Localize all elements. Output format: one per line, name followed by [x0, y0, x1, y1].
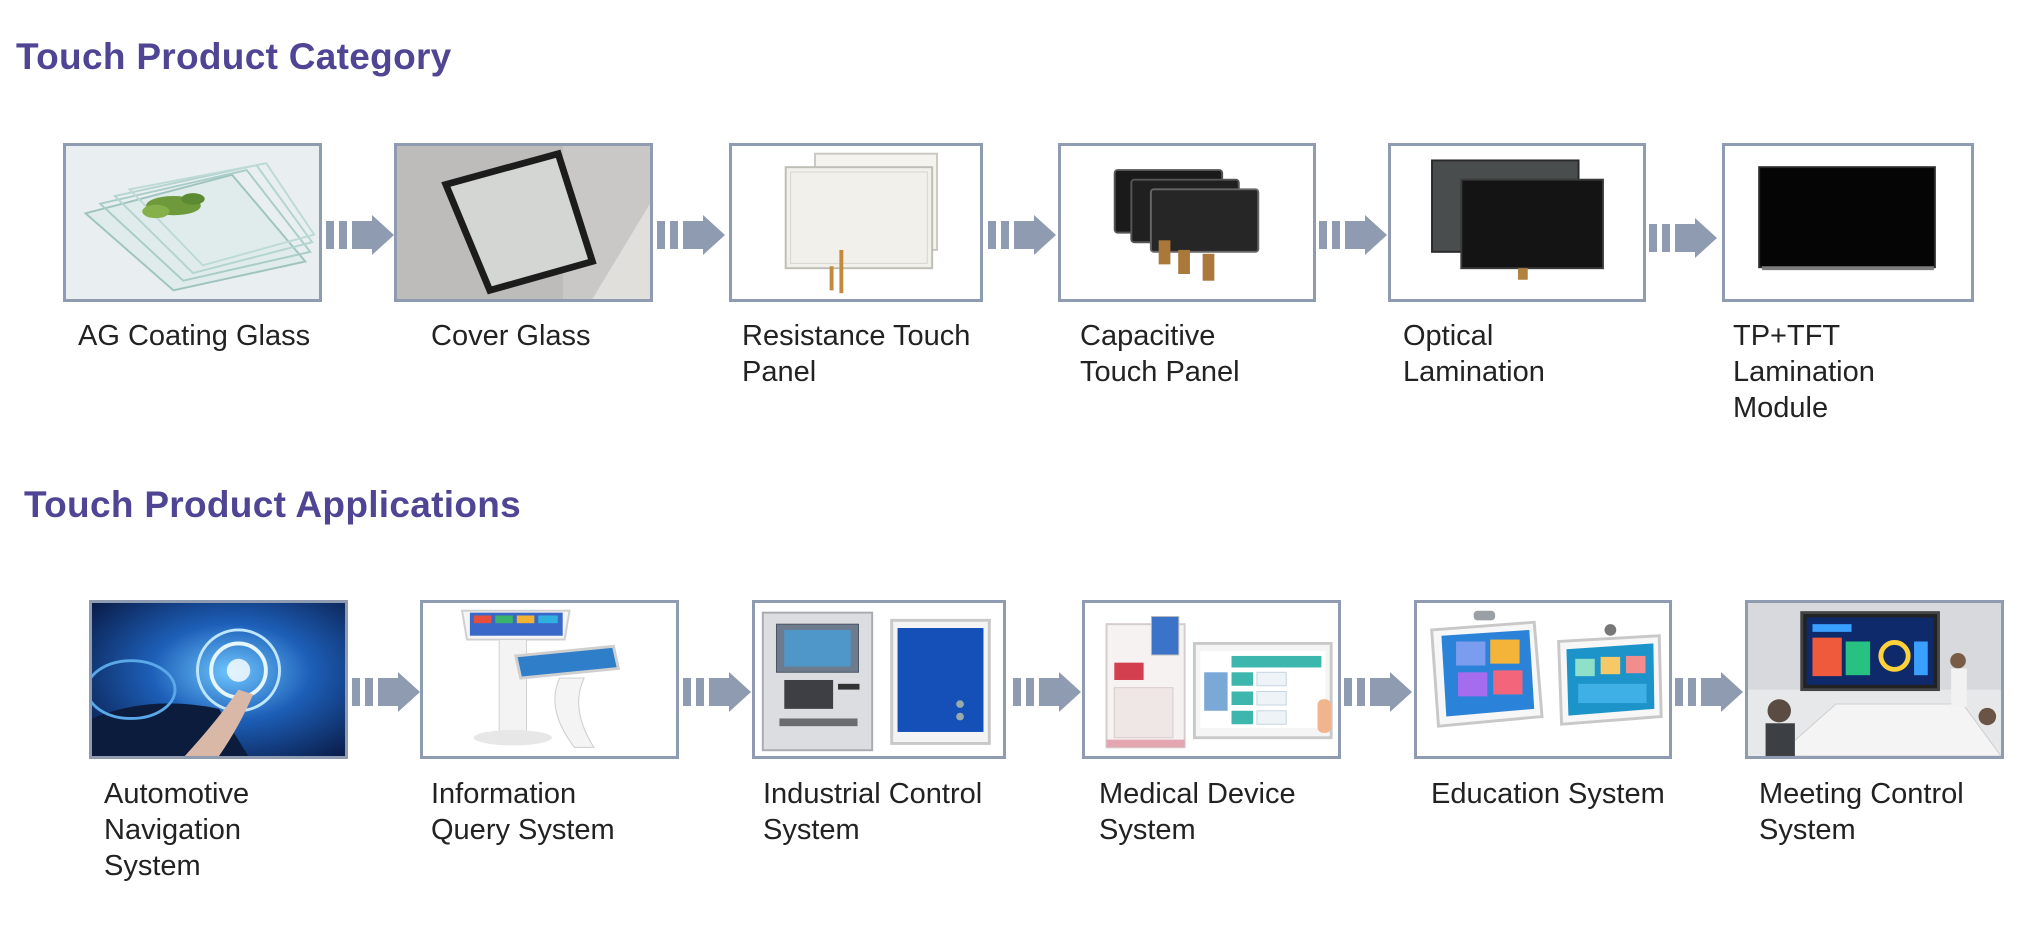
atm-and-monitor-icon: [755, 603, 1003, 756]
label-resistance-touch-panel: Resistance Touch Panel: [742, 320, 971, 388]
flow-arrow-6: [352, 672, 420, 712]
capacitive-panel-icon: [1061, 146, 1313, 299]
flow-arrow-3: [988, 215, 1056, 255]
car-navigation-icon: [92, 603, 345, 756]
card-resistance-touch-panel[interactable]: [729, 143, 983, 302]
section-title-applications: Touch Product Applications: [24, 484, 522, 525]
label-medical-device-system: Medical Device System: [1099, 778, 1296, 846]
cover-glass-frame-icon: [397, 146, 650, 299]
card-education-system[interactable]: [1414, 600, 1672, 759]
label-industrial-control-system: Industrial Control System: [763, 778, 983, 846]
lcd-module-icon: [1725, 146, 1971, 299]
label-capacitive-touch-panel: Capacitive Touch Panel: [1080, 320, 1240, 388]
card-tp-tft-lamination-module[interactable]: [1722, 143, 1974, 302]
flow-arrow-9: [1344, 672, 1412, 712]
label-tp-tft-lamination-module: TP+TFT Lamination Module: [1733, 320, 1875, 424]
flow-arrow-4: [1319, 215, 1387, 255]
label-cover-glass: Cover Glass: [431, 320, 591, 352]
label-optical-lamination: Optical Lamination: [1403, 320, 1545, 388]
education-tablet-icon: [1417, 603, 1669, 756]
label-automotive-navigation-system: Automotive Navigation System: [104, 778, 250, 882]
card-capacitive-touch-panel[interactable]: [1058, 143, 1316, 302]
meeting-room-icon: [1748, 603, 2001, 756]
card-cover-glass[interactable]: [394, 143, 653, 302]
card-meeting-control-system[interactable]: [1745, 600, 2004, 759]
resistive-panel-icon: [732, 146, 980, 299]
card-automotive-navigation-system[interactable]: [89, 600, 348, 759]
flow-arrow-10: [1675, 672, 1743, 712]
card-industrial-control-system[interactable]: [752, 600, 1006, 759]
label-meeting-control-system: Meeting Control System: [1759, 778, 1964, 846]
label-information-query-system: Information Query System: [431, 778, 615, 846]
kiosk-icon: [423, 603, 676, 756]
card-optical-lamination[interactable]: [1388, 143, 1646, 302]
flow-arrow-7: [683, 672, 751, 712]
card-ag-coating-glass[interactable]: [63, 143, 322, 302]
flow-arrow-2: [657, 215, 725, 255]
flow-arrow-8: [1013, 672, 1081, 712]
card-information-query-system[interactable]: [420, 600, 679, 759]
optical-lamination-icon: [1391, 146, 1643, 299]
glass-sheets-icon: [66, 146, 319, 299]
card-medical-device-system[interactable]: [1082, 600, 1341, 759]
label-education-system: Education System: [1431, 778, 1665, 810]
flow-arrow-1: [326, 215, 394, 255]
medical-terminal-icon: [1085, 603, 1338, 756]
section-title-category: Touch Product Category: [16, 36, 452, 77]
label-ag-coating-glass: AG Coating Glass: [78, 320, 311, 352]
flow-arrow-5: [1649, 218, 1717, 258]
